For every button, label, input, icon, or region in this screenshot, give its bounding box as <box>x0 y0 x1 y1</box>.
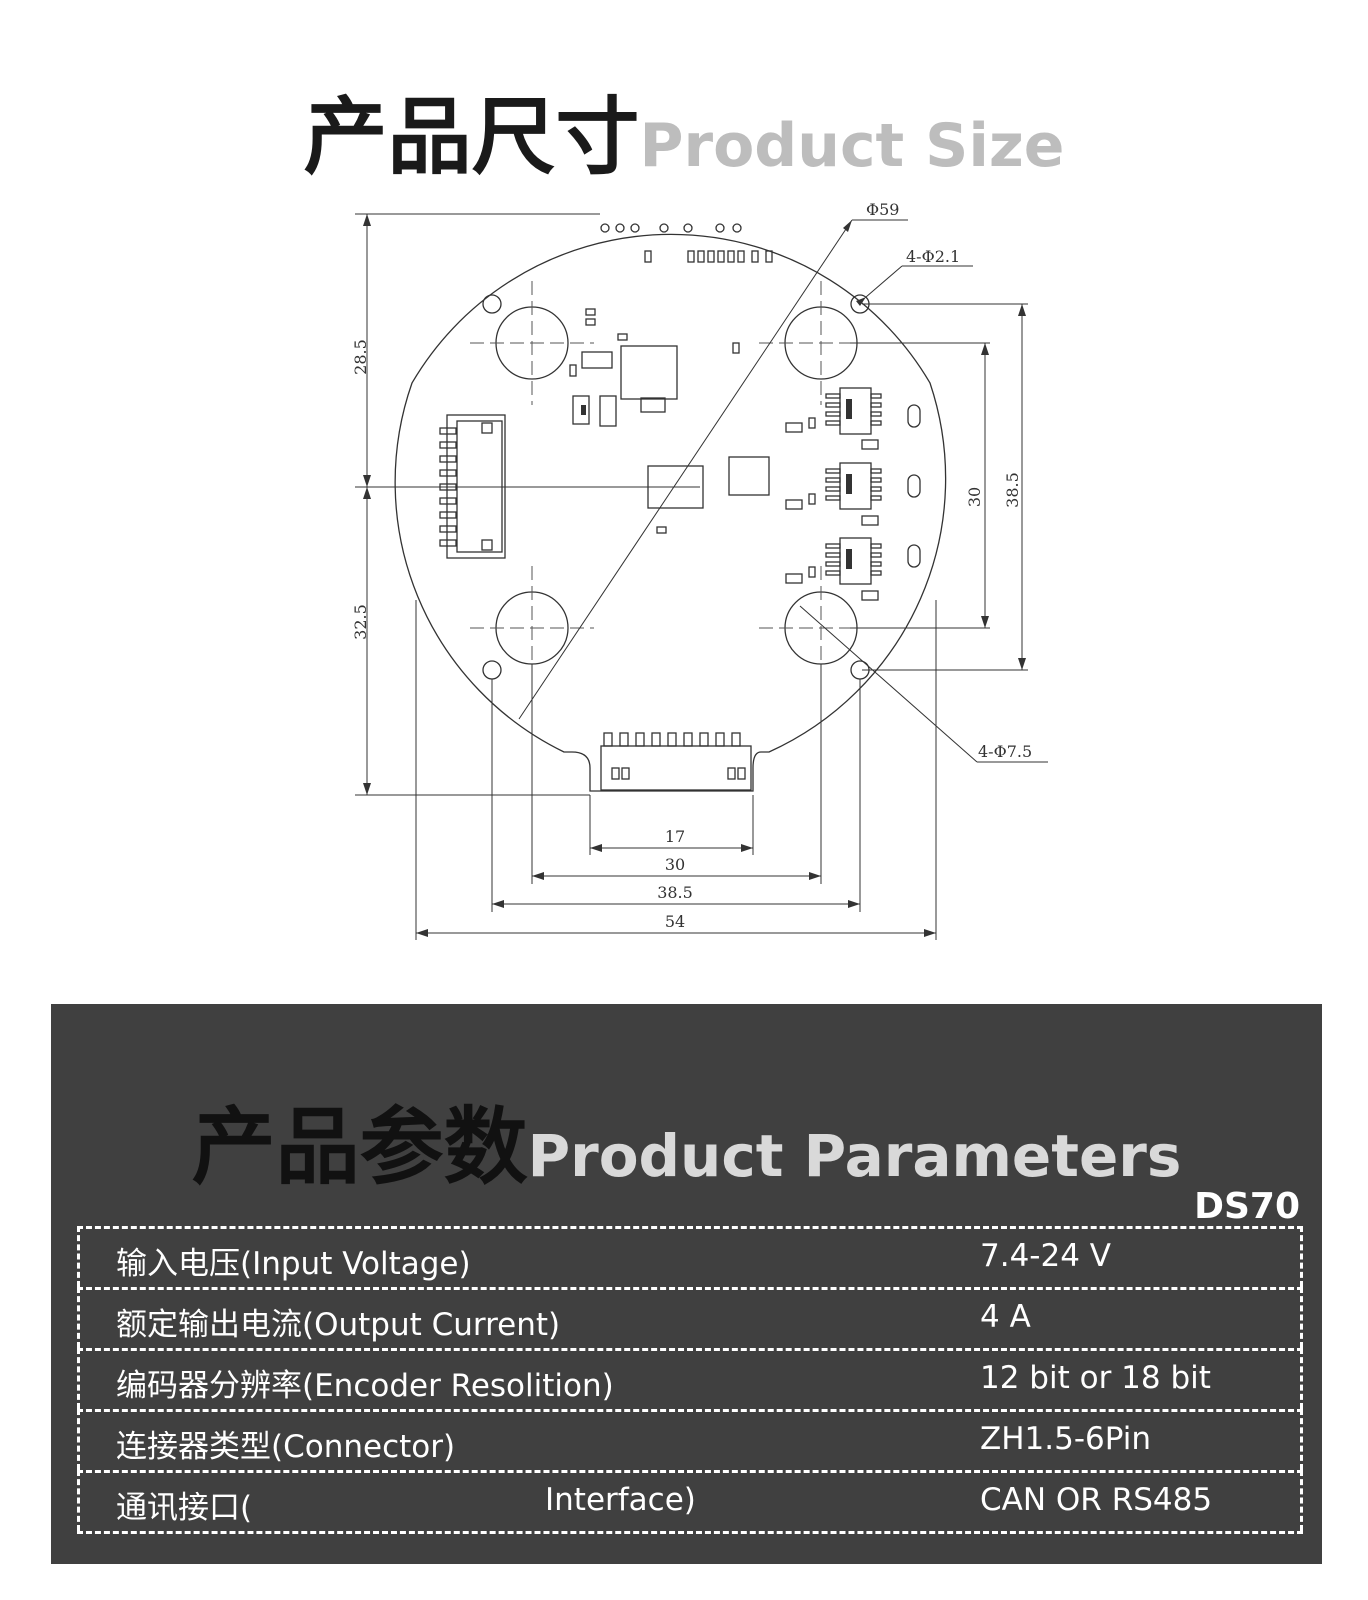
product-parameters-panel: 产品参数Product Parameters DS70 输入电压(Input V… <box>51 1004 1322 1564</box>
dim-bottom-38-5: 38.5 <box>657 883 693 902</box>
product-parameters-title-en: Product Parameters <box>527 1122 1182 1190</box>
dim-bottom-54: 54 <box>665 912 685 931</box>
table-row: 额定输出电流(Output Current) 4 A <box>77 1287 1303 1348</box>
parameters-table: 输入电压(Input Voltage) 7.4-24 V 额定输出电流(Outp… <box>77 1226 1303 1534</box>
dim-bottom-17: 17 <box>665 827 685 846</box>
mount-hole-bottom-left <box>482 660 502 680</box>
bottom-connector <box>600 732 752 791</box>
dim-bottom-30: 30 <box>665 855 685 874</box>
param-value: 4 A <box>980 1299 1031 1335</box>
callout-outer-diameter: Φ59 <box>866 200 899 219</box>
param-label: 连接器类型(Connector) <box>116 1429 456 1465</box>
pcb-dimension-drawing: Φ59 4-Φ2.1 4-Φ7.5 28.5 32.5 30 38.5 17 3… <box>351 200 1048 940</box>
pcb-board-outline <box>394 233 947 792</box>
product-size-title-en: Product Size <box>639 111 1065 181</box>
callout-magnet-holes: 4-Φ7.5 <box>978 742 1032 761</box>
dim-left-top: 28.5 <box>351 339 370 375</box>
left-connector <box>439 414 506 559</box>
product-parameters-title-cn: 产品参数 <box>191 1098 528 1196</box>
param-value: ZH1.5-6Pin <box>980 1421 1152 1457</box>
param-value: CAN OR RS485 <box>980 1482 1213 1518</box>
driver-ic-3 <box>785 537 921 601</box>
table-row: 编码器分辨率(Encoder Resolition) 12 bit or 18 … <box>77 1348 1303 1409</box>
table-row: 通讯接口( Interface) CAN OR RS485 <box>77 1470 1303 1531</box>
product-size-title-cn: 产品尺寸 <box>303 88 640 186</box>
param-label: 输入电压(Input Voltage) <box>116 1246 471 1282</box>
param-value: 7.4-24 V <box>980 1238 1111 1274</box>
dim-right-outer: 38.5 <box>1003 472 1022 508</box>
callout-mount-holes: 4-Φ2.1 <box>906 247 960 266</box>
param-label: 额定输出电流(Output Current) <box>116 1307 561 1343</box>
mount-hole-top-left <box>482 294 502 314</box>
table-row: 连接器类型(Connector) ZH1.5-6Pin <box>77 1409 1303 1470</box>
param-label: 编码器分辨率(Encoder Resolition) <box>116 1368 614 1404</box>
product-size-title: 产品尺寸Product Size <box>0 70 1368 191</box>
dim-right-inner: 30 <box>965 487 984 507</box>
driver-ic-2 <box>785 462 921 526</box>
param-label-continued: Interface) <box>545 1482 696 1518</box>
table-row: 输入电压(Input Voltage) 7.4-24 V <box>77 1226 1303 1287</box>
param-label: 通讯接口( <box>116 1490 253 1526</box>
driver-ic-1 <box>785 387 921 450</box>
model-label: DS70 <box>1194 1186 1300 1227</box>
param-value: 12 bit or 18 bit <box>980 1360 1211 1396</box>
product-parameters-title: 产品参数Product Parameters <box>51 1080 1322 1201</box>
dim-left-bottom: 32.5 <box>351 604 370 640</box>
